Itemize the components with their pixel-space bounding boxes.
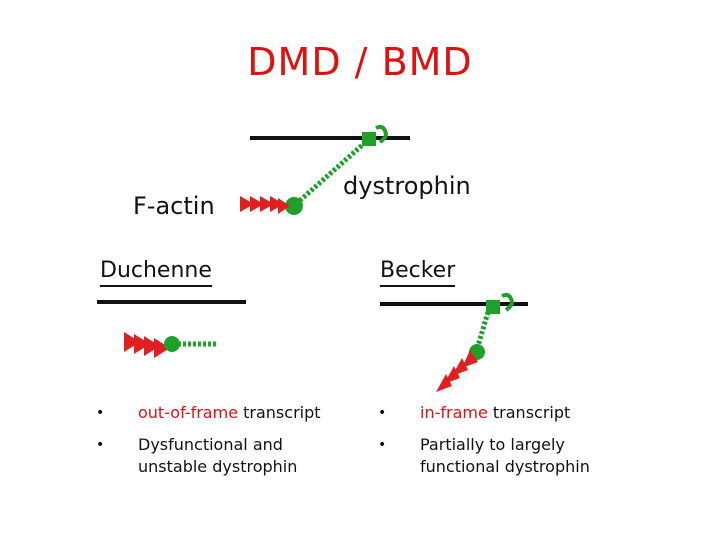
- transcript-text: transcript: [487, 403, 571, 422]
- factin-label: F-actin: [133, 192, 215, 220]
- out-of-frame-text: out-of-frame: [138, 403, 239, 422]
- becker-bullets: • in-frame transcript • Partially to lar…: [378, 402, 678, 488]
- becker-dystrophin-rod: [475, 311, 491, 347]
- duchenne-dystrophin-head: [164, 336, 180, 352]
- duchenne-bullet-1: • out-of-frame transcript: [96, 402, 356, 424]
- becker-dystrophin-hook: [501, 292, 515, 312]
- functional-line-1: Partially to largely: [420, 435, 565, 454]
- dysfunctional-line-2: unstable dystrophin: [138, 457, 298, 476]
- duchenne-factin: [124, 332, 170, 358]
- bullet-dot: •: [96, 437, 105, 453]
- top-dystrophin-end: [362, 132, 376, 146]
- functional-line-2: functional dystrophin: [420, 457, 590, 476]
- becker-dystrophin-end: [486, 300, 500, 314]
- becker-bullet-1: • in-frame transcript: [378, 402, 678, 424]
- bullet-dot: •: [96, 405, 105, 421]
- bullet-dot: •: [378, 437, 387, 453]
- becker-bullet-2: • Partially to largely functional dystro…: [378, 434, 678, 478]
- transcript-text: transcript: [238, 403, 321, 422]
- in-frame-text: in-frame: [420, 403, 488, 422]
- top-dystrophin-head: [285, 197, 303, 215]
- dysfunctional-line-1: Dysfunctional and: [138, 435, 283, 454]
- bullet-dot: •: [378, 405, 387, 421]
- slide-title: DMD / BMD: [247, 40, 473, 84]
- top-dystrophin-rod: [294, 138, 370, 206]
- dystrophin-label: dystrophin: [343, 172, 471, 200]
- top-dystrophin-hook: [375, 124, 389, 144]
- duchenne-bullets: • out-of-frame transcript • Dysfunctiona…: [96, 402, 356, 488]
- duchenne-heading: Duchenne: [100, 258, 212, 287]
- becker-heading: Becker: [380, 258, 456, 287]
- duchenne-bullet-2: • Dysfunctional and unstable dystrophin: [96, 434, 356, 478]
- top-factin: [240, 196, 290, 214]
- becker-factin: [436, 350, 478, 392]
